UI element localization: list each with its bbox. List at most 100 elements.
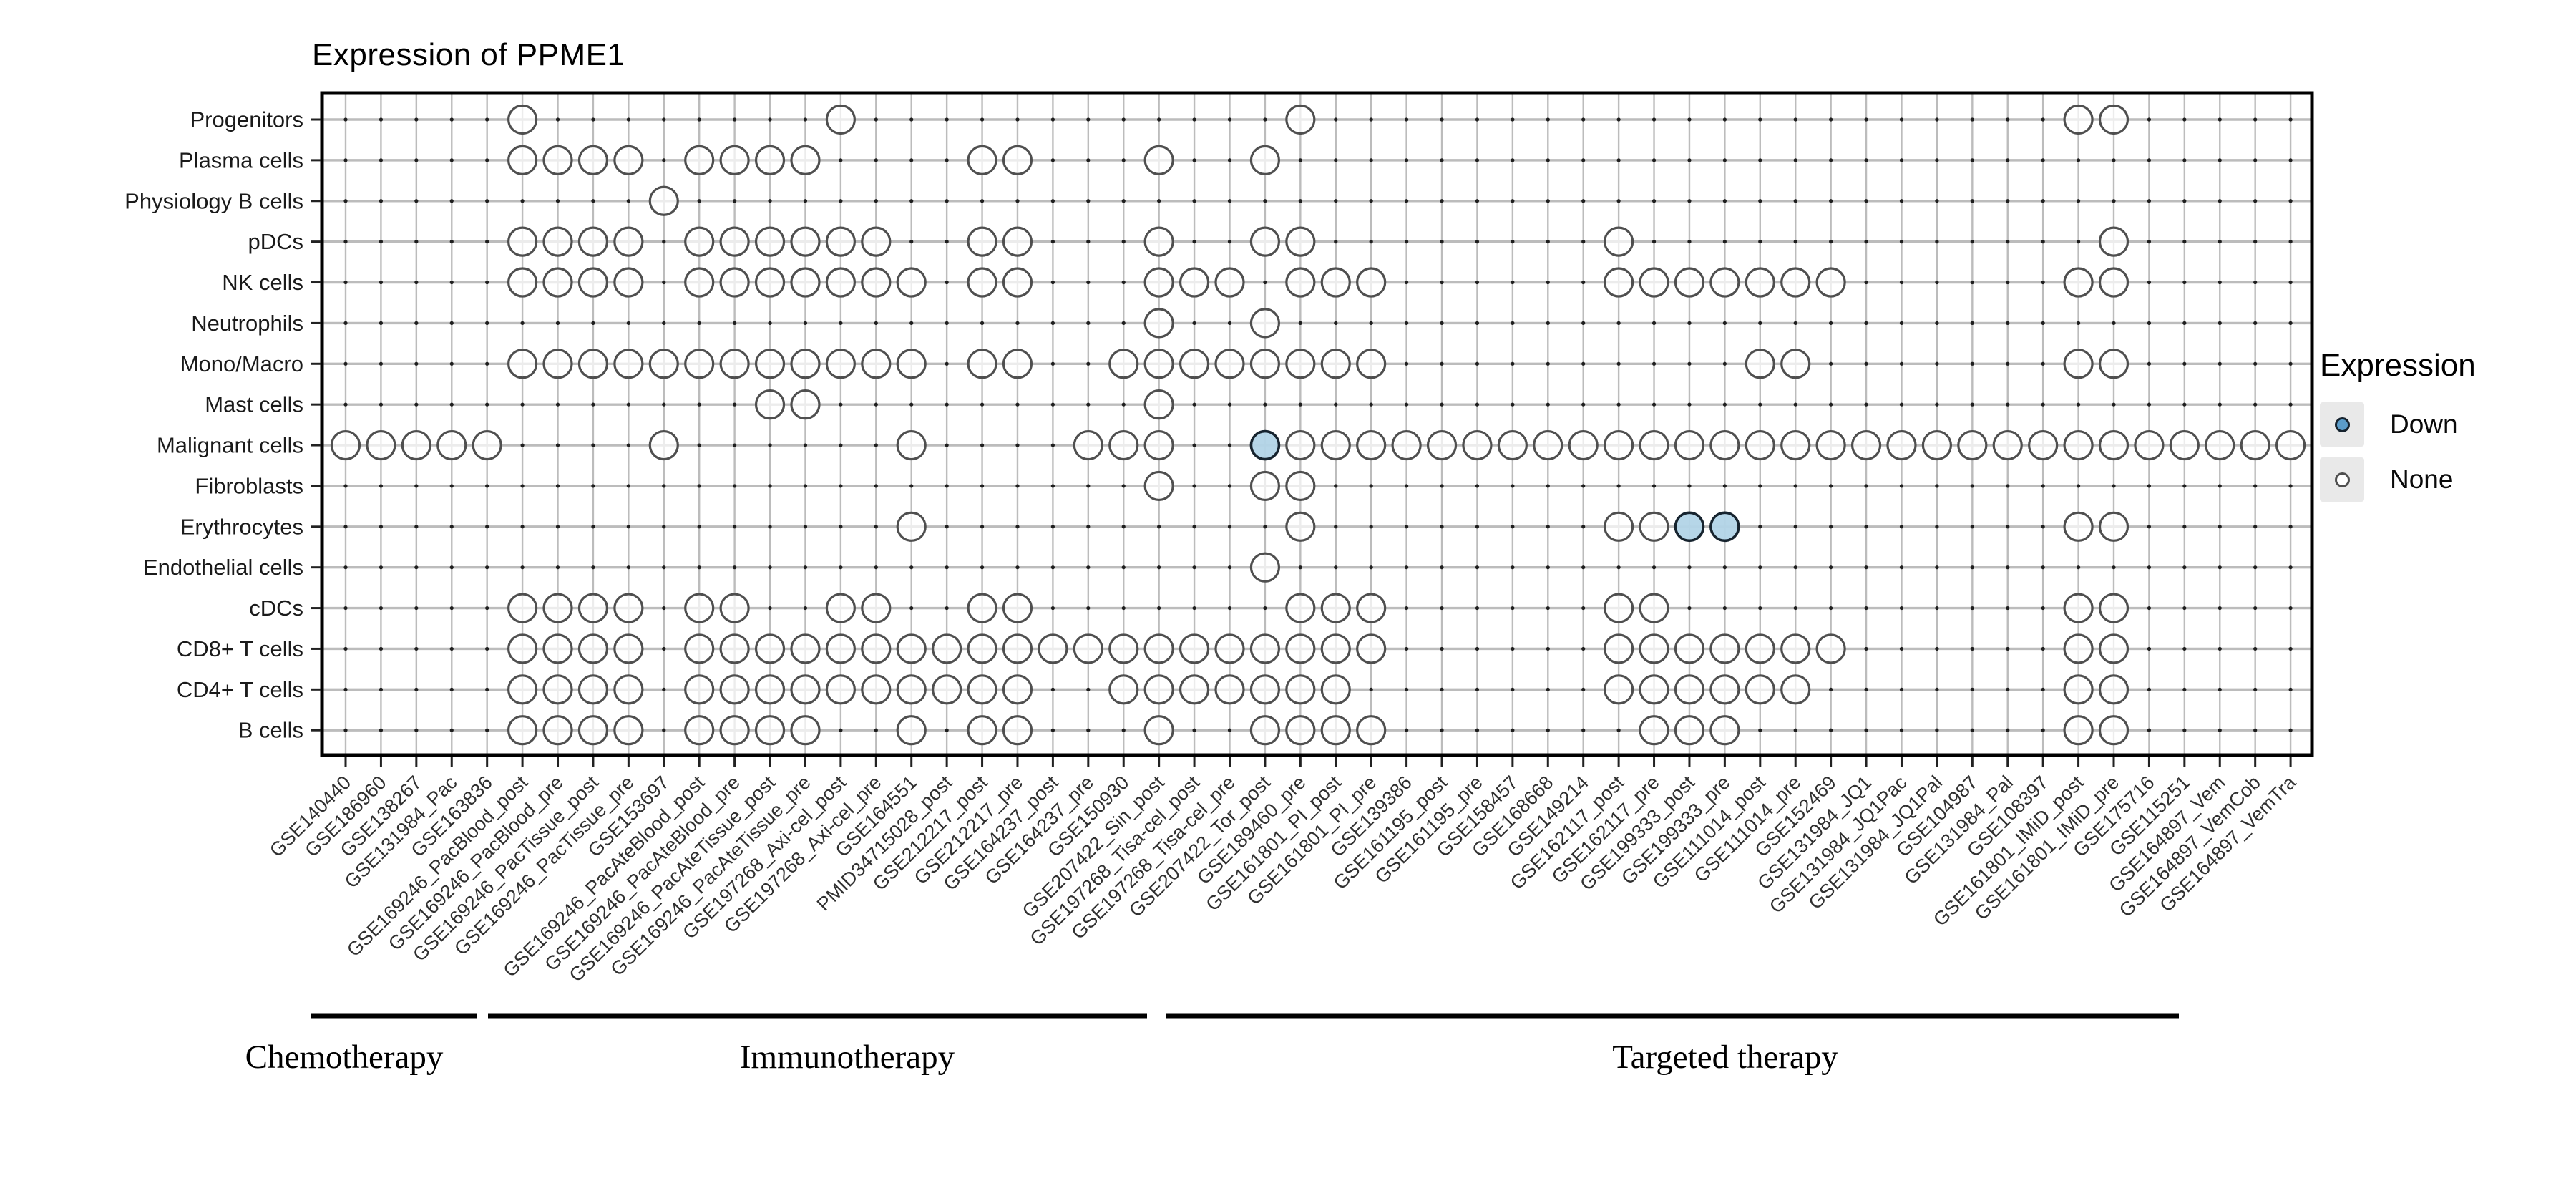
expression-dot-none — [1038, 633, 1068, 664]
expression-dot-none — [1356, 429, 1387, 461]
grid-intersection-dot — [2218, 321, 2222, 325]
grid-intersection-dot — [1687, 240, 1692, 244]
grid-intersection-dot — [1970, 280, 1974, 285]
grid-intersection-dot — [1511, 158, 1515, 162]
grid-intersection-dot — [2112, 158, 2116, 162]
grid-intersection-dot — [1722, 117, 1727, 122]
grid-intersection-dot — [1369, 158, 1373, 162]
grid-intersection-dot — [1511, 321, 1515, 325]
grid-intersection-dot — [697, 321, 701, 325]
expression-dot-none — [577, 145, 609, 175]
grid-intersection-dot — [1864, 280, 1868, 285]
grid-intersection-dot — [1970, 361, 1974, 366]
expression-dot-none — [1002, 715, 1033, 746]
grid-intersection-dot — [1157, 525, 1161, 529]
grid-intersection-dot — [1511, 240, 1515, 244]
grid-intersection-dot — [1015, 199, 1020, 203]
expression-dot-none — [1143, 715, 1174, 746]
expression-dot-none — [1179, 267, 1210, 298]
grid-intersection-dot — [980, 117, 985, 122]
grid-intersection-dot — [733, 199, 737, 203]
grid-intersection-dot — [2182, 565, 2187, 570]
expression-dot-none — [2028, 429, 2059, 461]
grid-intersection-dot — [2006, 158, 2010, 162]
expression-dot-none — [2098, 715, 2129, 746]
grid-intersection-dot — [1970, 158, 1974, 162]
expression-dot-none — [542, 349, 573, 379]
grid-intersection-dot — [1015, 402, 1020, 407]
legend-item-down: Down — [2320, 402, 2476, 447]
expression-dot-none — [1815, 267, 1846, 298]
grid-intersection-dot — [874, 321, 878, 325]
grid-intersection-dot — [2006, 321, 2010, 325]
grid-intersection-dot — [1227, 199, 1232, 203]
expression-dot-none — [754, 349, 786, 379]
expression-dot-none — [542, 674, 573, 705]
grid-intersection-dot — [1864, 117, 1868, 122]
grid-intersection-dot — [1616, 361, 1621, 366]
expression-dot-none — [1745, 429, 1775, 461]
grid-intersection-dot — [1864, 484, 1868, 488]
grid-intersection-dot — [2182, 361, 2187, 366]
expression-dot-none — [967, 349, 997, 379]
expression-dot-none — [1639, 674, 1669, 705]
grid-intersection-dot — [1227, 158, 1232, 162]
grid-intersection-dot — [662, 687, 666, 691]
grid-intersection-dot — [697, 525, 701, 529]
grid-intersection-dot — [1086, 728, 1091, 732]
down-dot-icon — [2334, 417, 2350, 432]
expression-dot-none — [1320, 349, 1351, 379]
grid-intersection-dot — [2253, 199, 2258, 203]
grid-intersection-dot — [1086, 158, 1091, 162]
grid-intersection-dot — [1899, 728, 1904, 732]
grid-intersection-dot — [343, 361, 348, 366]
grid-intersection-dot — [1050, 606, 1055, 611]
expression-dot-none — [754, 226, 786, 257]
grid-intersection-dot — [1581, 687, 1586, 691]
grid-intersection-dot — [945, 484, 949, 488]
grid-intersection-dot — [626, 565, 630, 570]
expression-dot-none — [1850, 429, 1882, 461]
expression-dot-none — [577, 593, 609, 623]
grid-intersection-dot — [733, 443, 737, 447]
grid-intersection-dot — [733, 402, 737, 407]
expression-dot-none — [719, 633, 750, 664]
grid-intersection-dot — [1793, 240, 1797, 244]
expression-dot-none — [1639, 267, 1669, 298]
grid-intersection-dot — [874, 443, 878, 447]
grid-intersection-dot — [1440, 199, 1444, 203]
grid-intersection-dot — [2218, 280, 2222, 285]
grid-intersection-dot — [1298, 565, 1302, 570]
expression-dot-none — [2063, 104, 2094, 135]
grid-intersection-dot — [1581, 646, 1586, 651]
expression-dot-none — [1780, 267, 1811, 298]
grid-intersection-dot — [1015, 117, 1020, 122]
grid-intersection-dot — [1369, 117, 1373, 122]
grid-intersection-dot — [945, 361, 949, 366]
grid-intersection-dot — [1899, 646, 1904, 651]
expression-dot-none — [2063, 674, 2094, 705]
grid-intersection-dot — [945, 565, 949, 570]
grid-intersection-dot — [626, 321, 630, 325]
grid-intersection-dot — [1970, 240, 1974, 244]
expression-dot-none — [896, 349, 927, 379]
grid-intersection-dot — [1546, 361, 1550, 366]
grid-intersection-dot — [874, 117, 878, 122]
expression-dot-none — [2063, 633, 2094, 664]
grid-intersection-dot — [980, 443, 985, 447]
grid-intersection-dot — [1475, 361, 1480, 366]
grid-intersection-dot — [2218, 484, 2222, 488]
grid-intersection-dot — [1334, 525, 1338, 529]
grid-intersection-dot — [2147, 646, 2152, 651]
grid-intersection-dot — [2147, 280, 2152, 285]
expression-dot-none — [1179, 349, 1210, 379]
grid-intersection-dot — [414, 158, 419, 162]
expression-dot-down — [1249, 429, 1281, 461]
expression-dot-none — [507, 674, 538, 705]
expression-dot-none — [719, 715, 750, 746]
expression-dot-none — [1214, 349, 1245, 379]
grid-intersection-dot — [1440, 484, 1444, 488]
grid-intersection-dot — [1157, 199, 1161, 203]
expression-dot-none — [1179, 674, 1210, 705]
grid-intersection-dot — [1157, 117, 1161, 122]
